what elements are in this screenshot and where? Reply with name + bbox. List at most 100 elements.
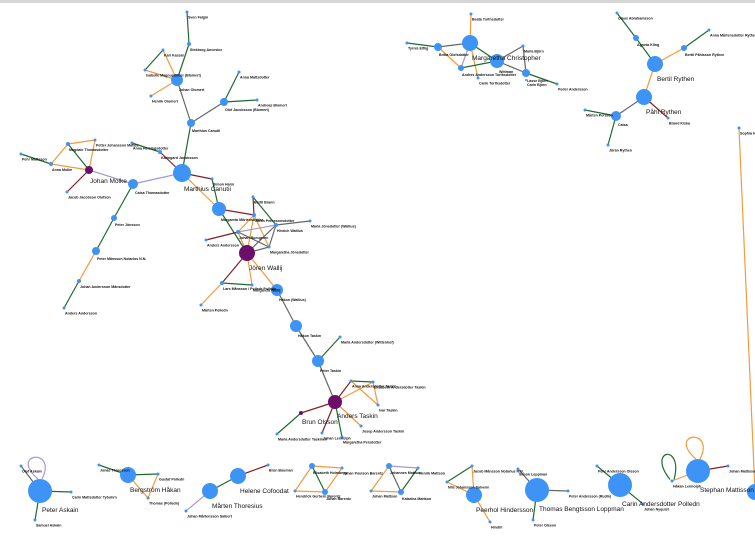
- graph-node[interactable]: [92, 247, 100, 255]
- graph-node[interactable]: [250, 283, 254, 287]
- graph-node[interactable]: [340, 435, 344, 439]
- graph-node[interactable]: [681, 45, 687, 51]
- graph-node[interactable]: [266, 463, 270, 467]
- graph-node[interactable]: [239, 245, 255, 261]
- graph-node[interactable]: [220, 281, 224, 285]
- graph-node[interactable]: [469, 12, 473, 16]
- graph-node[interactable]: [726, 464, 730, 468]
- graph-node[interactable]: [595, 464, 599, 468]
- graph-node[interactable]: [171, 74, 183, 86]
- graph-node[interactable]: [349, 379, 353, 383]
- graph-node[interactable]: [85, 166, 93, 174]
- graph-node[interactable]: [299, 411, 303, 415]
- graph-node[interactable]: [251, 195, 255, 199]
- graph-node[interactable]: [470, 464, 474, 468]
- graph-node[interactable]: [230, 468, 246, 484]
- graph-node[interactable]: [633, 35, 639, 41]
- graph-node[interactable]: [156, 472, 160, 476]
- graph-node[interactable]: [615, 11, 619, 15]
- graph-node[interactable]: [210, 177, 214, 181]
- graph-node[interactable]: [516, 467, 520, 471]
- graph-node[interactable]: [65, 190, 69, 194]
- graph-node[interactable]: [434, 43, 442, 51]
- graph-node[interactable]: [111, 215, 117, 221]
- graph-node[interactable]: [204, 238, 208, 242]
- graph-node[interactable]: [611, 111, 621, 121]
- graph-node[interactable]: [267, 245, 271, 249]
- graph-node[interactable]: [666, 116, 670, 120]
- graph-node[interactable]: [636, 89, 652, 105]
- graph-node[interactable]: [97, 463, 101, 467]
- graph-node[interactable]: [328, 395, 342, 409]
- graph-node[interactable]: [522, 69, 530, 77]
- graph-node[interactable]: [66, 142, 70, 146]
- graph-node[interactable]: [386, 463, 392, 469]
- graph-node[interactable]: [747, 484, 755, 500]
- graph-node[interactable]: [77, 279, 81, 283]
- graph-node[interactable]: [566, 489, 570, 493]
- graph-node[interactable]: [641, 502, 645, 506]
- graph-node[interactable]: [212, 202, 226, 216]
- graph-node[interactable]: [255, 98, 259, 102]
- graph-node[interactable]: [371, 380, 375, 384]
- graph-node[interactable]: [525, 79, 527, 81]
- graph-node[interactable]: [466, 487, 482, 503]
- graph-node[interactable]: [143, 68, 147, 72]
- graph-node[interactable]: [606, 143, 610, 147]
- graph-node[interactable]: [416, 466, 420, 470]
- graph-node[interactable]: [488, 520, 492, 524]
- graph-node[interactable]: [340, 466, 344, 470]
- graph-node[interactable]: [490, 54, 504, 68]
- graph-node[interactable]: [583, 108, 587, 112]
- graph-node[interactable]: [398, 489, 404, 495]
- graph-node[interactable]: [130, 141, 134, 145]
- graph-node[interactable]: [458, 65, 464, 71]
- graph-node[interactable]: [308, 219, 312, 223]
- graph-node[interactable]: [445, 480, 449, 484]
- graph-node[interactable]: [274, 223, 278, 227]
- graph-node[interactable]: [405, 41, 409, 45]
- graph-node[interactable]: [184, 509, 188, 513]
- graph-node[interactable]: [161, 48, 165, 52]
- graph-node[interactable]: [737, 126, 741, 130]
- graph-node[interactable]: [369, 489, 373, 493]
- graph-node[interactable]: [275, 432, 279, 436]
- graph-node[interactable]: [187, 119, 195, 127]
- graph-node[interactable]: [521, 44, 525, 48]
- graph-node[interactable]: [525, 478, 549, 502]
- graph-node[interactable]: [202, 483, 218, 499]
- graph-node[interactable]: [555, 82, 559, 86]
- graph-node[interactable]: [237, 70, 241, 74]
- graph-node[interactable]: [376, 403, 380, 407]
- graph-node[interactable]: [686, 459, 710, 483]
- graph-node[interactable]: [338, 335, 342, 339]
- graph-node[interactable]: [33, 518, 37, 522]
- graph-node[interactable]: [62, 306, 66, 310]
- graph-node[interactable]: [322, 489, 328, 495]
- graph-node[interactable]: [476, 76, 480, 80]
- graph-node[interactable]: [290, 320, 302, 332]
- graph-node[interactable]: [199, 303, 203, 307]
- graph-node[interactable]: [670, 479, 674, 483]
- graph-node[interactable]: [19, 464, 23, 468]
- graph-node[interactable]: [19, 152, 23, 156]
- graph-node[interactable]: [93, 138, 97, 142]
- graph-node[interactable]: [120, 467, 136, 483]
- graph-node[interactable]: [271, 284, 283, 296]
- graph-node[interactable]: [252, 213, 256, 217]
- graph-node[interactable]: [128, 179, 138, 189]
- graph-node[interactable]: [149, 94, 153, 98]
- graph-node[interactable]: [462, 35, 478, 51]
- graph-node[interactable]: [293, 489, 297, 493]
- graph-node[interactable]: [647, 56, 663, 72]
- graph-node[interactable]: [359, 424, 363, 428]
- graph-node[interactable]: [69, 490, 73, 494]
- graph-node[interactable]: [608, 473, 632, 497]
- graph-node[interactable]: [49, 162, 53, 166]
- graph-node[interactable]: [146, 496, 150, 500]
- graph-node[interactable]: [312, 355, 324, 367]
- graph-node[interactable]: [187, 42, 191, 46]
- graph-node[interactable]: [320, 431, 324, 435]
- graph-node[interactable]: [173, 164, 191, 182]
